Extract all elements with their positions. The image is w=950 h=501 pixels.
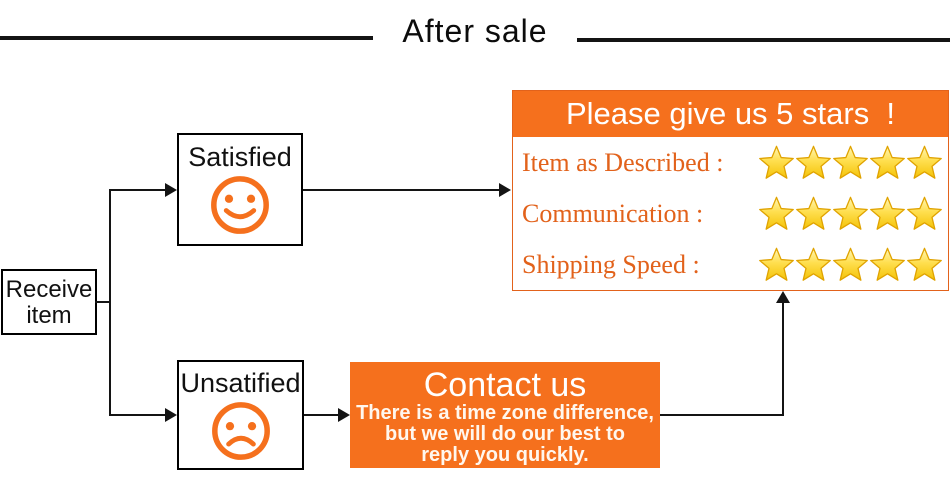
connector-to-unsatisfied xyxy=(109,414,166,416)
star-icon xyxy=(833,145,868,179)
arrowhead-contact xyxy=(338,408,350,422)
rating-label: Shipping Speed : xyxy=(522,249,700,279)
contact-line-3: reply you quickly. xyxy=(421,444,589,466)
satisfied-box: Satisfied xyxy=(177,133,303,246)
rating-label: Item as Described : xyxy=(522,147,724,177)
rating-row-communication: Communication : xyxy=(513,188,948,239)
connector-to-satisfied xyxy=(109,189,166,191)
star-icon xyxy=(759,145,794,179)
connector-unsatisfied-to-contact xyxy=(304,414,339,416)
receive-item-box: Receive item xyxy=(1,269,97,335)
connector-branch-vertical xyxy=(109,189,111,416)
star-icon xyxy=(796,196,831,230)
star-icon xyxy=(759,247,794,281)
connector-contact-right xyxy=(660,414,784,416)
contact-line-1: There is a time zone difference, xyxy=(356,402,654,424)
star-icon xyxy=(759,196,794,230)
star-icon xyxy=(870,145,905,179)
smiley-face-icon xyxy=(211,176,269,234)
star-icon xyxy=(907,196,942,230)
connector-receive xyxy=(95,301,111,303)
title-rule-right xyxy=(577,38,950,42)
star-icon xyxy=(870,247,905,281)
contact-line-2: but we will do our best to xyxy=(385,423,625,445)
star-rating xyxy=(758,246,943,284)
star-icon xyxy=(870,196,905,230)
title-rule-left xyxy=(0,36,373,40)
star-icon xyxy=(796,247,831,281)
page-title: After sale xyxy=(402,13,548,49)
star-icon xyxy=(833,247,868,281)
unsatisfied-label: Unsatified xyxy=(180,368,301,398)
ratings-header: Please give us 5 stars ! xyxy=(513,91,948,137)
sad-face-icon xyxy=(211,402,270,460)
star-icon xyxy=(833,196,868,230)
arrowhead-stars xyxy=(499,183,511,197)
star-icon xyxy=(907,247,942,281)
connector-contact-up xyxy=(782,302,784,416)
star-rating xyxy=(758,144,943,182)
rating-label: Communication : xyxy=(522,198,704,228)
star-icon xyxy=(907,145,942,179)
star-rating xyxy=(758,195,943,233)
receive-item-label-line1: Receive xyxy=(5,276,93,303)
arrowhead-unsatisfied xyxy=(165,408,177,422)
contact-us-box: Contact us There is a time zone differen… xyxy=(350,362,660,468)
arrowhead-up-to-stars xyxy=(776,291,790,303)
ratings-panel: Please give us 5 stars ! Item as Describ… xyxy=(512,90,949,291)
rating-row-item-described: Item as Described : xyxy=(513,137,948,188)
connector-satisfied-to-stars xyxy=(303,189,500,191)
unsatisfied-box: Unsatified xyxy=(177,360,304,470)
receive-item-label-line2: item xyxy=(26,302,72,329)
satisfied-label: Satisfied xyxy=(188,142,292,172)
rating-row-shipping-speed: Shipping Speed : xyxy=(513,239,948,290)
star-icon xyxy=(796,145,831,179)
contact-title: Contact us xyxy=(423,366,587,404)
arrowhead-satisfied xyxy=(165,183,177,197)
